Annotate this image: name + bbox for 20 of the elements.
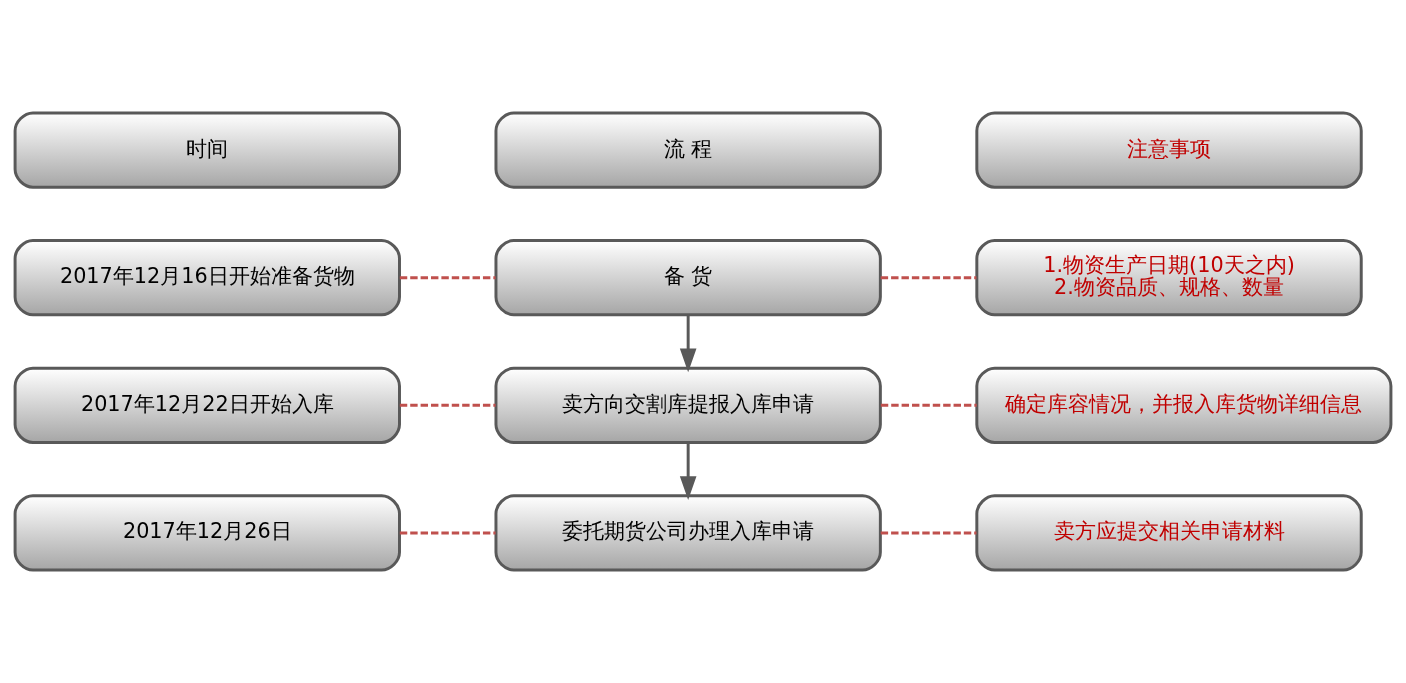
node-box: 确定库容情况，并报入库货物详细信息 <box>975 366 1393 444</box>
connector <box>399 403 496 407</box>
connector <box>880 276 977 280</box>
arrow <box>679 442 697 500</box>
node-box: 流 程 <box>494 111 882 189</box>
node-box: 时间 <box>13 111 401 189</box>
node-box: 注意事项 <box>975 111 1363 189</box>
connector <box>880 403 977 407</box>
connector <box>399 276 496 280</box>
node-box: 1.物资生产日期(10天之内) 2.物资品质、规格、数量 <box>975 239 1363 317</box>
connector <box>880 531 977 535</box>
node-box: 2017年12月26日 <box>13 494 401 572</box>
connector <box>399 531 496 535</box>
node-box: 2017年12月16日开始准备货物 <box>13 239 401 317</box>
node-box: 2017年12月22日开始入库 <box>13 366 401 444</box>
node-box: 卖方应提交相关申请材料 <box>975 494 1363 572</box>
node-box: 卖方向交割库提报入库申请 <box>494 366 882 444</box>
arrow <box>679 315 697 373</box>
node-box: 委托期货公司办理入库申请 <box>494 494 882 572</box>
node-box: 备 货 <box>494 239 882 317</box>
